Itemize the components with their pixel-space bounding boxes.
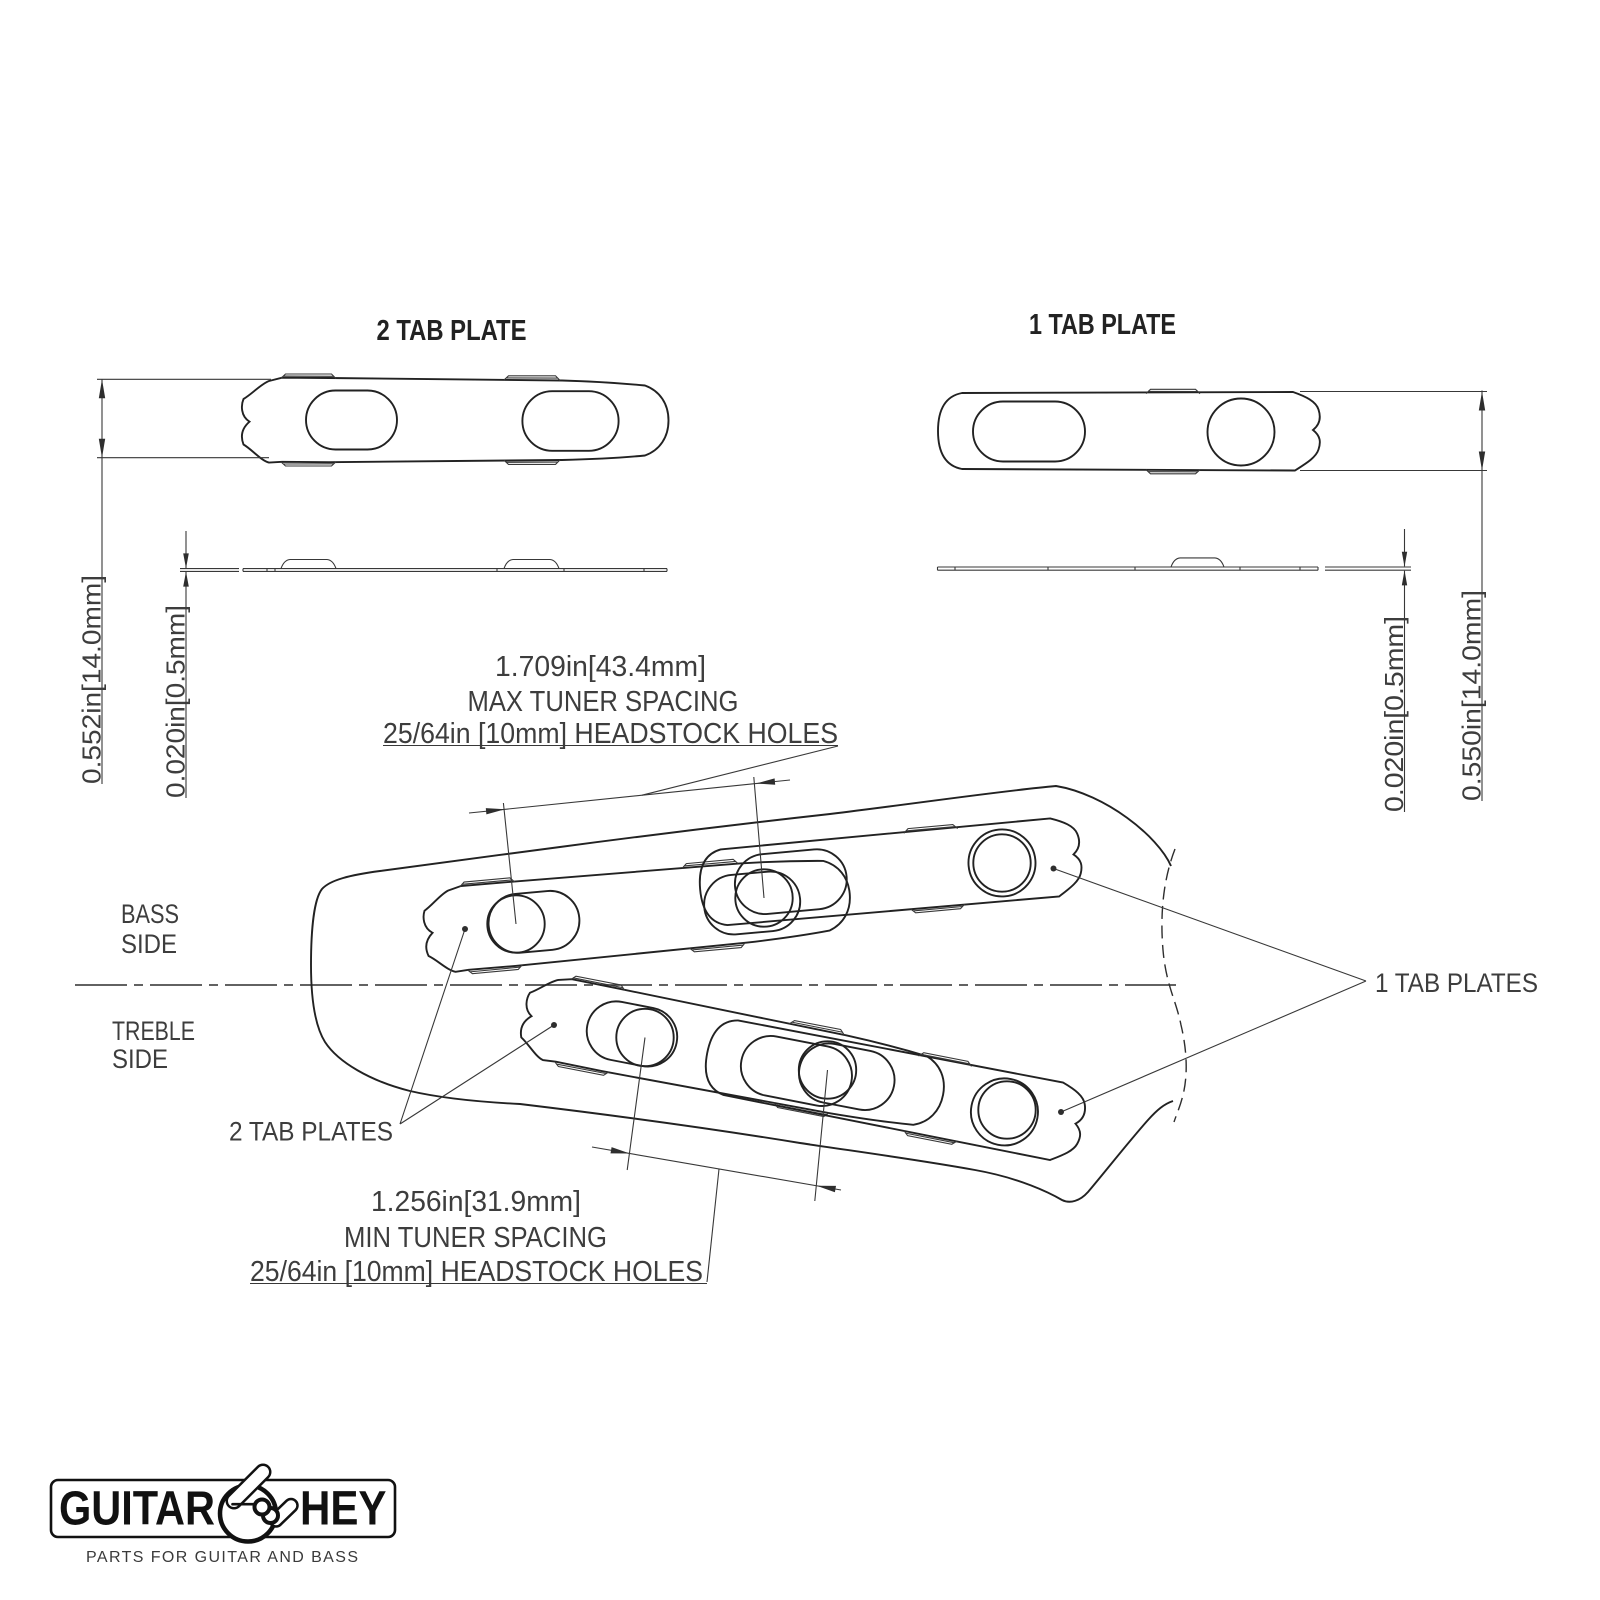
svg-text:25/64in [10mm] HEADSTOCK HOLES: 25/64in [10mm] HEADSTOCK HOLES [383,718,838,750]
svg-text:0.550in[14.0mm]: 0.550in[14.0mm] [1457,590,1487,801]
svg-text:1 TAB PLATE: 1 TAB PLATE [1029,309,1176,341]
svg-text:1.256in[31.9mm]: 1.256in[31.9mm] [371,1186,581,1218]
svg-text:2 TAB PLATES: 2 TAB PLATES [229,1117,393,1147]
svg-text:0.020in[0.5mm]: 0.020in[0.5mm] [161,605,191,798]
svg-text:PARTS FOR GUITAR AND BASS: PARTS FOR GUITAR AND BASS [86,1549,358,1566]
svg-text:SIDE: SIDE [112,1044,168,1074]
svg-text:GUITAR: GUITAR [59,1483,215,1536]
svg-text:TREBLE: TREBLE [112,1016,195,1046]
svg-text:BASS: BASS [121,899,179,929]
svg-text:HEY: HEY [300,1483,387,1536]
svg-text:1 TAB PLATES: 1 TAB PLATES [1375,968,1538,998]
svg-text:2 TAB PLATE: 2 TAB PLATE [377,315,527,347]
svg-text:SIDE: SIDE [121,929,177,959]
svg-text:1.709in[43.4mm]: 1.709in[43.4mm] [495,651,706,683]
svg-text:0.020in[0.5mm]: 0.020in[0.5mm] [1379,616,1409,812]
svg-text:25/64in [10mm] HEADSTOCK HOLES: 25/64in [10mm] HEADSTOCK HOLES [250,1256,703,1288]
svg-text:0.552in[14.0mm]: 0.552in[14.0mm] [77,575,107,784]
svg-text:MIN TUNER SPACING: MIN TUNER SPACING [344,1222,607,1254]
svg-text:MAX TUNER SPACING: MAX TUNER SPACING [468,686,739,718]
